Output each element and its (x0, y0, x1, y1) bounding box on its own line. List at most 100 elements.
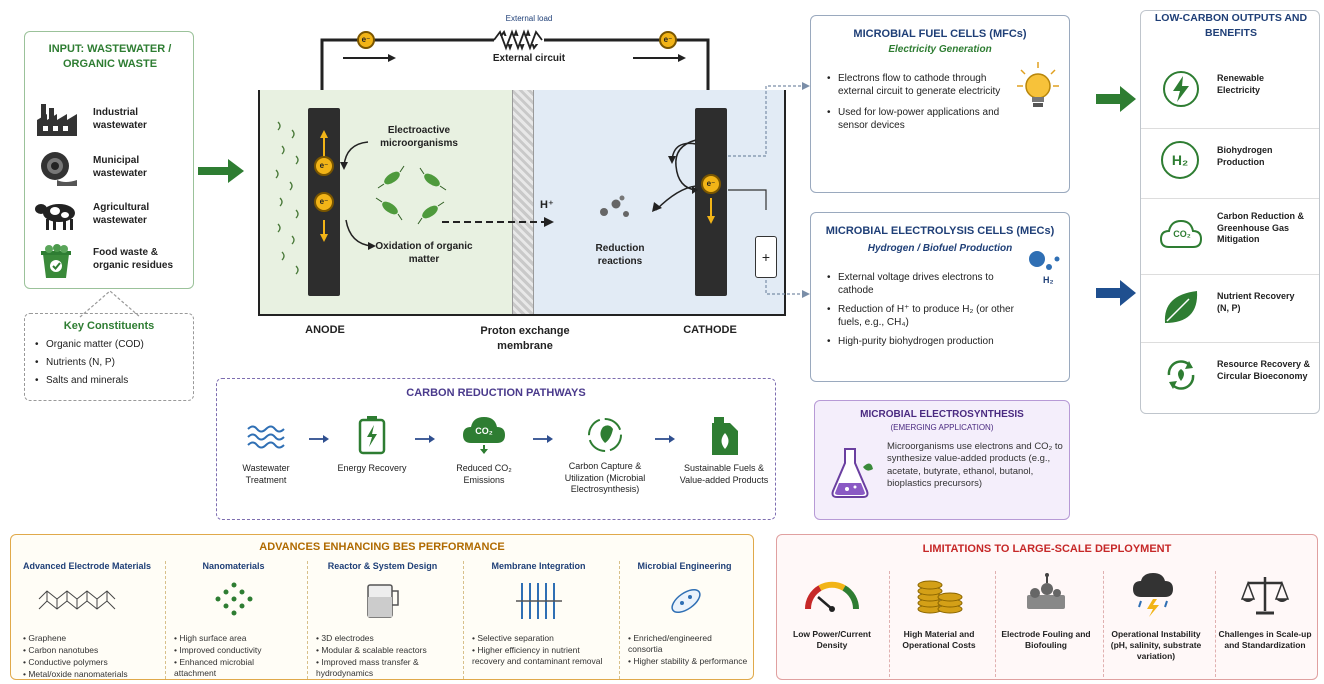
fouling-icon (1027, 573, 1065, 609)
input-item-label: Industrial wastewater (93, 107, 147, 131)
gauge-icon (804, 581, 860, 612)
external-load-label: External load (505, 14, 553, 23)
anode-electron-flow (320, 130, 328, 242)
list-item: External voltage drives electrons to cat… (827, 271, 1027, 297)
input-to-cell-arrow (198, 159, 244, 183)
output-item-resource: Resource Recovery & Circular Bioeconomy (1141, 343, 1319, 413)
mfc-panel: MICROBIAL FUEL CELLS (MFCs) Electricity … (810, 15, 1070, 193)
list-item: • Modular & scalable reactors (316, 645, 427, 656)
limitation-item: Operational Instability (pH, salinity, s… (1103, 571, 1207, 677)
mfc-subtitle: Electricity Generation (888, 44, 992, 55)
proton-label: H⁺ (540, 199, 554, 211)
list-item-text: Modular & scalable reactors (321, 645, 427, 656)
coins-icon (917, 580, 963, 614)
cell-to-mfc-mec-lines (728, 82, 810, 298)
list-item: • Higher stability & performance (628, 656, 748, 667)
list-item-text: Higher stability & performance (633, 656, 748, 667)
pathway-step: Energy Recovery (333, 415, 411, 515)
mes-title: MICROBIAL ELECTROSYNTHESIS (860, 409, 1024, 420)
list-item: • Carbon nanotubes (23, 645, 99, 656)
pathway-label: Energy Recovery (337, 463, 407, 473)
advance-column-title: Microbial Engineering (637, 561, 732, 571)
light-bulb-icon (1017, 62, 1059, 107)
electron-label: e⁻ (361, 35, 371, 44)
pathway-label: Carbon Capture & Utilization (Microbial … (564, 461, 646, 495)
limitations-title: LIMITATIONS TO LARGE-SCALE DEPLOYMENT (922, 543, 1172, 555)
list-item: Electrons flow to cathode through extern… (827, 72, 1007, 98)
output-item-hydrogen: H₂ Biohydrogen Production (1141, 129, 1319, 199)
list-item: • Enriched/engineered consortia (628, 633, 712, 655)
list-item: • Enhanced microbial attachment (174, 657, 254, 679)
input-item-agricultural: Agricultural wastewater (35, 197, 190, 239)
co2-cloud-icon (463, 417, 505, 454)
list-item: Salts and minerals (35, 374, 190, 387)
electron-label: e⁻ (319, 197, 329, 206)
storm-cloud-icon (1133, 573, 1173, 617)
input-item-label: Food waste & organic residues (93, 247, 174, 271)
mec-h2-label: H₂ (1043, 275, 1054, 285)
pathway-label: Reduced CO₂ Emissions (456, 463, 512, 485)
limitation-item: High Material and Operational Costs (889, 571, 987, 677)
constituents-panel: Key Constituents Organic matter (COD) Nu… (24, 313, 194, 401)
limitation-label: Electrode Fouling and Biofouling (1001, 629, 1091, 651)
output-label: Biohydrogen Production (1217, 145, 1273, 167)
oxidation-label: Oxidation of organic matter (375, 241, 473, 265)
proton-exchange-membrane (512, 90, 534, 314)
mesh-icon (38, 590, 116, 610)
membrane-label: Proton exchange membrane (480, 325, 570, 352)
advances-panel: ADVANCES ENHANCING BES PERFORMANCE Advan… (10, 534, 754, 680)
list-item: • Higher efficiency in nutrient recovery… (472, 645, 603, 667)
limitation-label: Operational Instability (pH, salinity, s… (1110, 629, 1202, 662)
list-item: Reduction of H⁺ to produce H₂ (or other … (827, 303, 1027, 329)
membrane-icon (516, 583, 562, 619)
gas-bubbles-icon (600, 195, 629, 217)
recycle-leaf-icon (588, 418, 622, 452)
list-item: • Improved mass transfer & hydrodynamics (316, 657, 419, 679)
list-item: • High surface area (174, 633, 247, 643)
advance-column-list: • High surface area • Improved conductiv… (174, 633, 298, 680)
advance-column-title: Nanomaterials (202, 561, 265, 571)
list-item: • Conductive polymers (23, 657, 108, 668)
arrow-right-icon (655, 435, 675, 443)
electron-badge: e⁻ (357, 31, 375, 49)
power-supply-icon: + (755, 236, 777, 278)
list-item: High-purity biohydrogen production (827, 335, 1027, 348)
pipe-icon (41, 152, 77, 186)
co2-symbol: CO₂ (475, 426, 493, 436)
list-item: • Selective separation (472, 633, 554, 643)
list-item-text: Carbon nanotubes (28, 645, 99, 656)
list-item: Organic matter (COD) (35, 338, 190, 351)
reactor-icon (367, 584, 399, 618)
scale-icon (1240, 577, 1290, 615)
arrow-right-icon (533, 435, 553, 443)
limitation-label: Low Power/Current Density (793, 629, 871, 651)
list-item-text: 3D electrodes (321, 633, 374, 643)
list-item: • Metal/oxide nanomaterials (23, 669, 128, 680)
factory-icon (37, 104, 77, 136)
list-item-text: Enriched/engineered consortia (628, 633, 712, 655)
microbe-icon (375, 165, 447, 225)
list-item-text: Conductive polymers (28, 657, 108, 668)
advance-column-list: • Selective separation • Higher efficien… (472, 633, 610, 668)
limitation-label: High Material and Operational Costs (902, 629, 976, 651)
pathway-step: Carbon Capture & Utilization (Microbial … (557, 415, 653, 515)
proton-arrow (442, 217, 554, 227)
output-label: Nutrient Recovery (N, P) (1217, 291, 1295, 313)
fuel-can-icon (712, 417, 738, 455)
water-waves-icon (247, 425, 285, 449)
mfc-title: MICROBIAL FUEL CELLS (MFCs) (853, 28, 1027, 40)
electron-badge: e⁻ (314, 156, 334, 176)
list-item: Nutrients (N, P) (35, 356, 190, 369)
cathode-chamber (534, 90, 784, 314)
constituents-title: Key Constituents (63, 320, 155, 332)
list-item-text: Metal/oxide nanomaterials (28, 669, 128, 680)
mec-to-outputs-arrow (1096, 280, 1136, 306)
cathode-arrows (652, 142, 697, 212)
electrochemical-tank (258, 90, 786, 316)
input-item-label: Municipal wastewater (93, 155, 147, 179)
pathway-label: Sustainable Fuels & Value-added Products (679, 463, 769, 485)
pathway-step: CO₂ Reduced CO₂ Emissions (439, 415, 529, 515)
reduction-label: Reduction reactions (595, 243, 645, 267)
biofilm-icon (275, 121, 299, 275)
mfc-to-outputs-arrow (1096, 86, 1136, 112)
